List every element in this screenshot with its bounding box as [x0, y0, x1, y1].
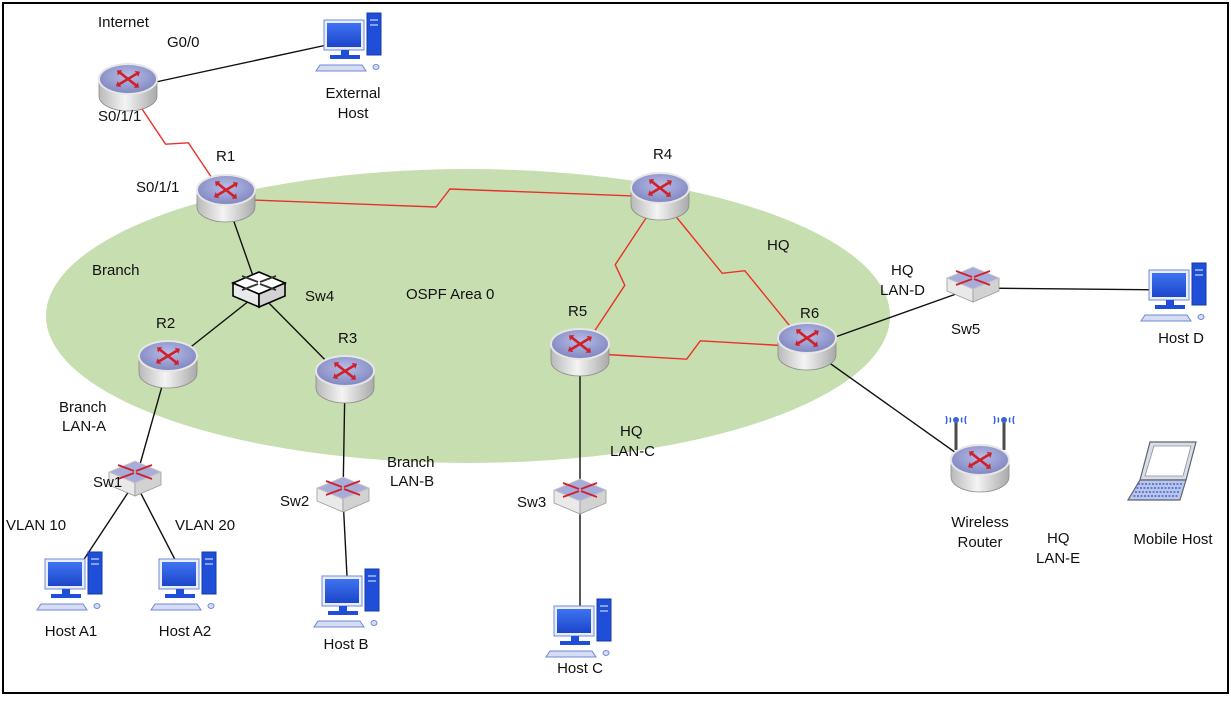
link-r5-r6: [579, 340, 808, 360]
node-sw1-switch-icon: [107, 460, 163, 497]
vlan-10-label: VLAN 10: [6, 517, 66, 534]
node-sw3-label: Sw3: [517, 494, 546, 511]
hq-lan-d-label-line2: LAN-D: [880, 282, 925, 299]
node-sw4-label: Sw4: [305, 288, 334, 305]
node-mobile-laptop-icon: [1126, 441, 1197, 501]
link-r4-r5: [579, 196, 661, 354]
vlan-20-label: VLAN 20: [175, 517, 235, 534]
node-hb-label: Host B: [323, 636, 368, 653]
node-wireless-label-line2: Router: [957, 534, 1002, 551]
node-sw5-label: Sw5: [951, 321, 980, 338]
node-internet-label: Internet: [98, 14, 150, 31]
internet-s0-1-1-label: S0/1/1: [98, 108, 141, 125]
hq-lan-c-label-line2: LAN-C: [610, 443, 655, 460]
node-ha2-label: Host A2: [159, 623, 212, 640]
node-mobile-label: Mobile Host: [1133, 531, 1213, 548]
hq-lan-e-label-line1: HQ: [1047, 530, 1070, 547]
node-r4-label: R4: [653, 146, 672, 163]
node-sw1-label: Sw1: [93, 474, 122, 491]
node-r1-router-icon: [196, 174, 256, 223]
node-r2-label: R2: [156, 315, 175, 332]
node-r6-router-icon: [777, 322, 837, 371]
node-r2-router-icon: [138, 340, 198, 389]
node-wireless-label-line1: Wireless: [951, 514, 1009, 531]
node-r6-label: R6: [800, 305, 819, 322]
node-r5-router-icon: [550, 328, 610, 377]
internet-g0-0-label: G0/0: [167, 34, 200, 51]
branch-lan-a-label-line1: Branch: [59, 399, 107, 416]
node-ha1-pc-icon: [36, 551, 103, 611]
node-sw2-label: Sw2: [280, 493, 309, 510]
link-internet-r1: [127, 87, 227, 200]
branch-lan-a-label-line2: LAN-A: [62, 418, 106, 435]
node-ext-label-line1: External: [325, 85, 380, 102]
link-internet-ext: [127, 39, 351, 89]
labels-layer: OSPF Area 0 Branch HQ G0/0 S0/1/1 S0/1/1…: [6, 34, 1080, 567]
node-sw4-l3switch-icon: [230, 271, 288, 309]
ospf-area-0-region: [46, 169, 890, 463]
node-r3-label: R3: [338, 330, 357, 347]
branch-lan-b-label-line1: Branch: [387, 454, 435, 471]
node-r3-router-icon: [315, 355, 375, 404]
node-r5-label: R5: [568, 303, 587, 320]
hq-region-label: HQ: [767, 237, 790, 254]
node-hd-pc-icon: [1140, 262, 1207, 322]
node-hc-label: Host C: [557, 660, 603, 677]
node-r1-label: R1: [216, 148, 235, 165]
node-ext-pc-icon: [315, 12, 382, 72]
branch-region-label: Branch: [92, 262, 140, 279]
node-sw2-switch-icon: [315, 476, 371, 513]
r1-s0-1-1-label: S0/1/1: [136, 179, 179, 196]
node-hd-label: Host D: [1158, 330, 1204, 347]
node-hc-pc-icon: [545, 598, 612, 658]
hq-lan-c-label-line1: HQ: [620, 423, 643, 440]
node-ha2-pc-icon: [150, 551, 217, 611]
node-internet-router-icon: [98, 63, 158, 112]
node-r4-router-icon: [630, 172, 690, 221]
node-sw5-switch-icon: [945, 266, 1001, 303]
node-wireless-wireless-router-icon: [945, 415, 1015, 493]
hq-lan-d-label-line1: HQ: [891, 262, 914, 279]
node-ha1-label: Host A1: [45, 623, 98, 640]
link-sw5-hd: [972, 287, 1176, 291]
link-r4-r6: [659, 196, 808, 348]
ospf-area-label: OSPF Area 0: [406, 286, 494, 303]
node-hb-pc-icon: [313, 568, 380, 628]
branch-lan-b-label-line2: LAN-B: [390, 473, 434, 490]
node-sw3-switch-icon: [552, 478, 608, 515]
hq-lan-e-label-line2: LAN-E: [1036, 550, 1080, 567]
node-ext-label-line2: Host: [338, 105, 370, 122]
link-r6-wireless: [806, 346, 981, 471]
link-r1-r4: [225, 188, 661, 208]
